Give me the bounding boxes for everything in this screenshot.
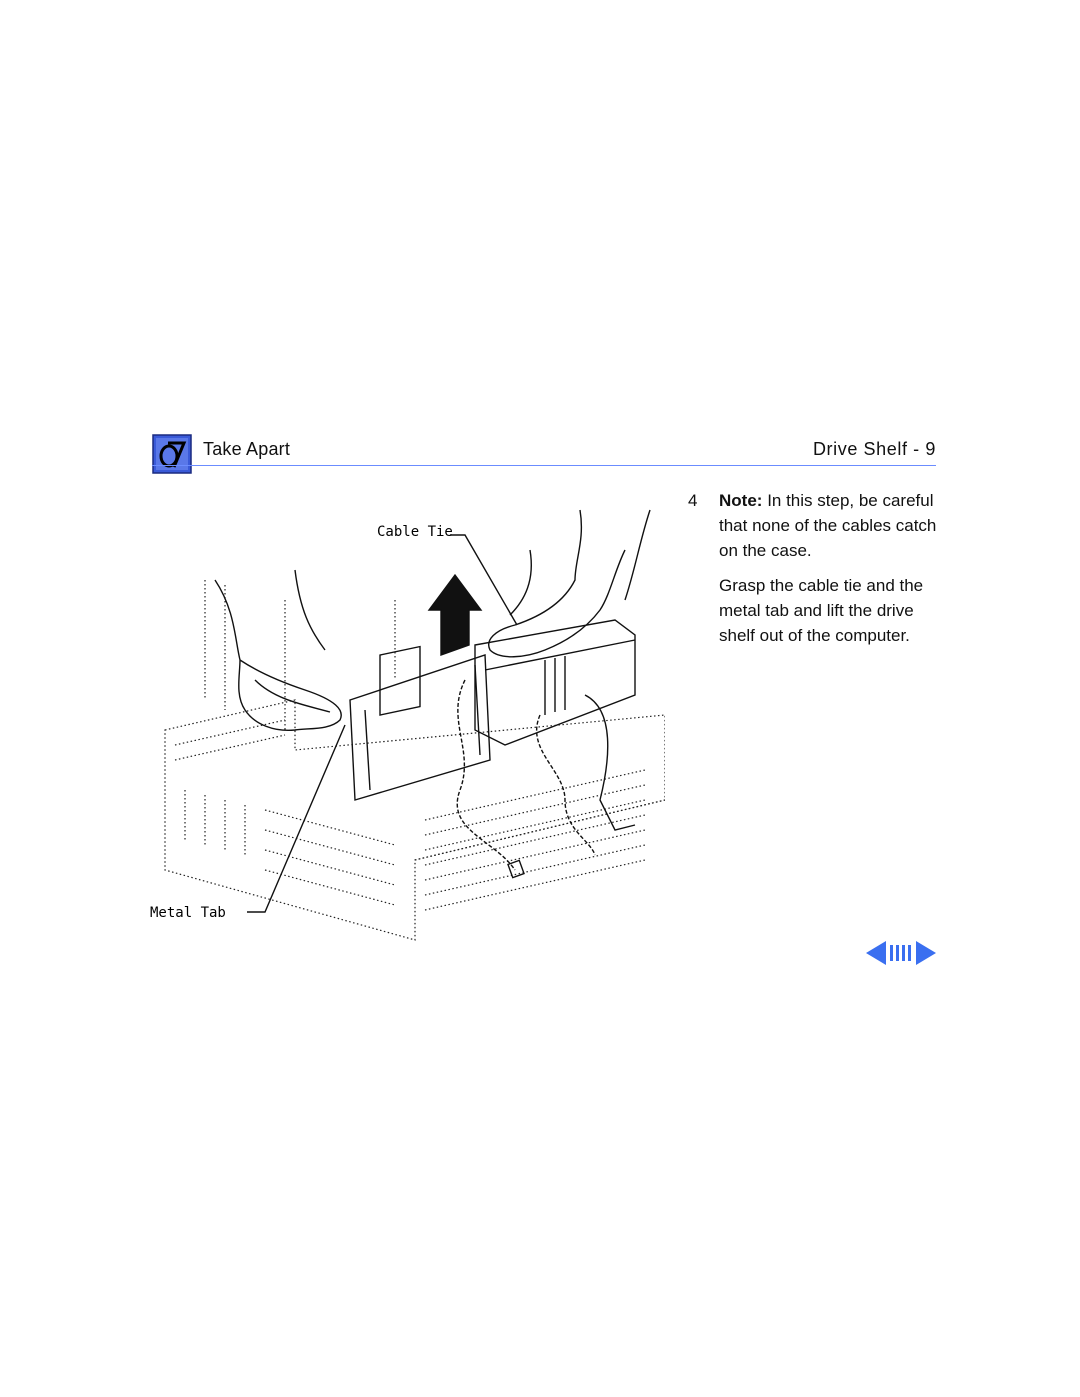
note-paragraph: Note: In this step, be careful that none… [719, 488, 949, 563]
index-bars-icon[interactable] [890, 945, 911, 961]
note-text: In this step, be careful that none of th… [719, 491, 937, 560]
note-label: Note: [719, 491, 763, 510]
section-title: Take Apart [203, 439, 291, 459]
take-apart-chapter-icon [152, 434, 192, 474]
instruction-paragraph: Grasp the cable tie and the metal tab an… [719, 576, 924, 645]
header-divider [152, 465, 936, 466]
page-header: Take Apart Drive Shelf - 9 [152, 432, 936, 474]
step-number: 4 [688, 491, 698, 510]
drive-shelf-illustration: Cable Tie Metal Tab [150, 509, 665, 941]
step-body: Note: In this step, be careful that none… [719, 488, 949, 648]
next-page-arrow-icon[interactable] [916, 941, 936, 965]
page-navigation [866, 940, 936, 966]
nav-controls [866, 941, 936, 965]
previous-page-arrow-icon[interactable] [866, 941, 886, 965]
cable-tie-callout: Cable Tie [377, 524, 453, 540]
page-title: Drive Shelf - 9 [812, 439, 936, 459]
metal-tab-callout: Metal Tab [150, 905, 226, 921]
